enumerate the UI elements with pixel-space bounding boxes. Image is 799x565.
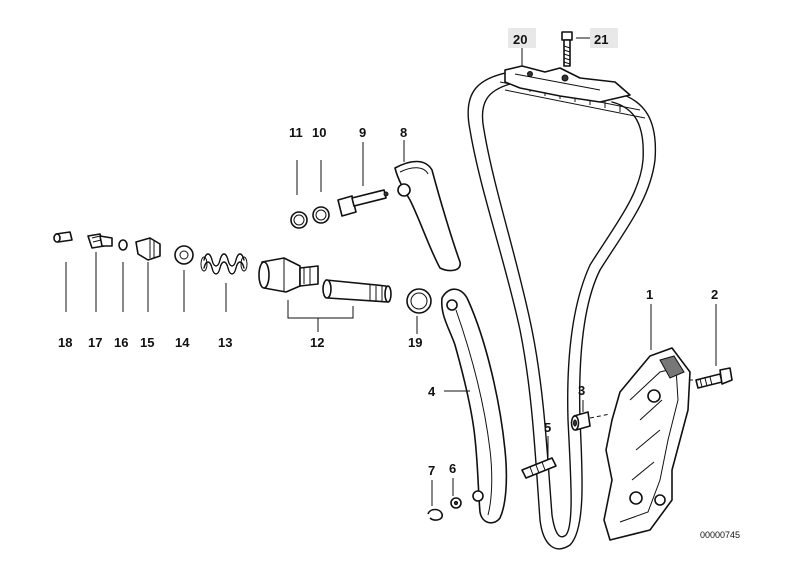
part-13-spring bbox=[200, 253, 248, 275]
label-18: 18 bbox=[58, 335, 72, 350]
label-16: 16 bbox=[114, 335, 128, 350]
label-14: 14 bbox=[175, 335, 190, 350]
diagram-reference-number: 00000745 bbox=[700, 530, 740, 540]
label-4: 4 bbox=[428, 384, 436, 399]
label-12: 12 bbox=[310, 335, 324, 350]
leader-3-dash bbox=[589, 413, 611, 419]
leader-12-bracket bbox=[287, 300, 354, 332]
label-20: 20 bbox=[513, 32, 527, 47]
label-10: 10 bbox=[312, 125, 326, 140]
part-8-tensioner-rail bbox=[394, 160, 461, 272]
label-5: 5 bbox=[544, 420, 551, 435]
part-21-bolt bbox=[561, 31, 573, 67]
label-1: 1 bbox=[646, 287, 653, 302]
label-15: 15 bbox=[140, 335, 154, 350]
part-6-washer bbox=[450, 497, 462, 509]
part-7-circlip bbox=[427, 508, 444, 521]
label-21-highlight bbox=[590, 28, 618, 48]
part-12-tensioner-body bbox=[258, 257, 319, 293]
part-20-upper-guide-rail bbox=[504, 65, 631, 103]
part-10-o-ring bbox=[312, 206, 330, 224]
label-21: 21 bbox=[594, 32, 608, 47]
label-3: 3 bbox=[578, 383, 585, 398]
part-19-seal-ring bbox=[406, 288, 432, 314]
label-13: 13 bbox=[218, 335, 232, 350]
part-17-bleed-screw bbox=[87, 233, 113, 249]
label-7: 7 bbox=[428, 463, 435, 478]
part-15-plug-screw bbox=[135, 237, 161, 261]
part-18-plug bbox=[53, 231, 73, 243]
label-2: 2 bbox=[711, 287, 718, 302]
label-9: 9 bbox=[359, 125, 366, 140]
label-6: 6 bbox=[449, 461, 456, 476]
label-17: 17 bbox=[88, 335, 102, 350]
part-12-piston bbox=[322, 279, 392, 303]
label-20-highlight bbox=[508, 28, 536, 48]
part-3-bushing bbox=[570, 411, 591, 431]
label-19: 19 bbox=[408, 335, 422, 350]
part-1-timing-cover bbox=[603, 347, 691, 541]
part-9-pin bbox=[337, 189, 389, 217]
label-11: 11 bbox=[289, 125, 303, 140]
part-5-guide-pin bbox=[521, 457, 557, 479]
label-8: 8 bbox=[400, 125, 407, 140]
part-2-bolt bbox=[695, 367, 733, 389]
part-11-circlip bbox=[290, 211, 308, 229]
part-14-washer bbox=[174, 245, 194, 265]
part-4-tensioner-rail bbox=[440, 288, 508, 524]
part-16-ring bbox=[118, 239, 128, 251]
